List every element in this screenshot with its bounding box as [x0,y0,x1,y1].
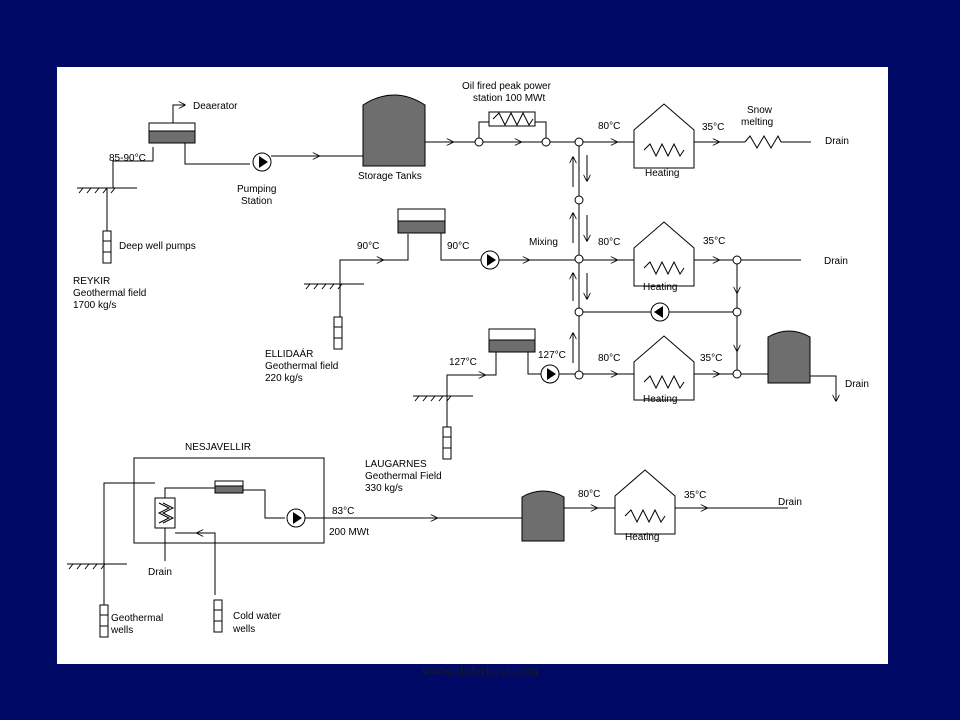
label-80c-row4: 80°C [578,489,600,500]
label-reykir-flow: 1700 kg/s [73,300,116,311]
snow-melting-coil [744,134,782,149]
geothermal-well-icon [99,604,109,638]
label-drain-row2: Drain [824,256,848,267]
recirculation-pump-icon [650,302,670,322]
label-oil-fired-2: station 100 MWt [473,93,545,104]
label-127c-left: 127°C [449,357,477,368]
label-drain-row4: Drain [778,497,802,508]
label-90c-right: 90°C [447,241,469,252]
label-reykir-field: Geothermal field [73,288,146,299]
label-oil-fired-1: Oil fired peak power [462,81,552,92]
label-laugarnes: LAUGARNES [365,459,427,470]
label-35c-row2: 35°C [703,236,725,247]
label-snow: Snow [747,105,773,116]
heating-building-1 [633,103,695,169]
drain-tank [767,330,811,384]
label-pumping: Pumping [237,184,276,195]
label-ellidaar-field: Geothermal field [265,361,338,372]
label-reykir: REYKIR [73,276,110,287]
label-geothermal-wells: wells [110,625,133,636]
label-35c-row3: 35°C [700,353,722,364]
label-mixing: Mixing [529,237,558,248]
label-heating-row1: Heating [645,168,679,179]
mixing-manifold [573,146,587,380]
label-cold-water: Cold water [233,611,281,622]
ellidaar-field-system: 90°C 90°C Mixing 80°C 35°C Drain Heating… [265,208,848,384]
storage-tank [362,94,426,167]
label-deaerator: Deaerator [193,101,238,112]
label-83c: 83°C [332,506,354,517]
laugarnes-field-system: 127°C 127°C 80°C 35°C Heating Drain LAUG… [365,328,869,494]
label-drain-row1: Drain [825,136,849,147]
label-temp-85-90: 85-90°C [109,153,146,164]
label-drain-row3: Drain [845,379,869,390]
label-90c-left: 90°C [357,241,379,252]
label-heating-row2: Heating [643,282,677,293]
district-heating-diagram: Deaerator 85-90°C Deep well pumps Pumpin… [66,81,869,638]
heating-building-4 [614,469,676,535]
reykir-field-system: Deaerator 85-90°C Deep well pumps Pumpin… [73,81,849,311]
nesjavellir-system: NESJAVELLIR 83°C 200 MWt 80°C 35°C Drain… [66,442,802,638]
label-80c-row2: 80°C [598,237,620,248]
label-80c-row1: 80°C [598,121,620,132]
label-35c-row1: 35°C [702,122,724,133]
deep-well-pump-icon [102,230,112,264]
label-heating-row4: Heating [625,532,659,543]
label-200mwt: 200 MWt [329,527,369,538]
label-laugarnes-field: Geothermal Field [365,471,442,482]
laugarnes-well-icon [442,426,452,460]
label-heating-row3: Heating [643,394,677,405]
label-melting: melting [741,117,773,128]
label-deep-well-pumps: Deep well pumps [119,241,196,252]
label-80c-row3: 80°C [598,353,620,364]
heating-building-3 [633,335,695,401]
label-laugarnes-flow: 330 kg/s [365,483,403,494]
diagram-panel: Deaerator 85-90°C Deep well pumps Pumpin… [57,67,888,664]
label-station: Station [241,196,272,207]
label-geothermal: Geothermal [111,613,163,624]
ellidaar-well-icon [333,316,343,350]
watermark-text: www.sliderbase.com [421,664,539,679]
label-storage-tanks: Storage Tanks [358,171,422,182]
label-127c-right: 127°C [538,350,566,361]
nesjavellir-storage-tank [521,490,565,542]
laugarnes-pump-icon [540,364,560,384]
pumping-station-pump-icon [252,152,272,172]
label-cold-water-wells: wells [232,624,255,635]
heating-building-2 [633,221,695,287]
label-ellidaar-flow: 220 kg/s [265,373,303,384]
label-nesjavellir: NESJAVELLIR [185,442,251,453]
label-ellidaar: ELLIDAÁR [265,347,313,360]
ellidaar-pump-icon [480,250,500,270]
label-35c-row4: 35°C [684,490,706,501]
label-drain-nesjavellir: Drain [148,567,172,578]
nesjavellir-pump-icon [286,508,306,528]
cold-water-well-icon [213,599,223,633]
